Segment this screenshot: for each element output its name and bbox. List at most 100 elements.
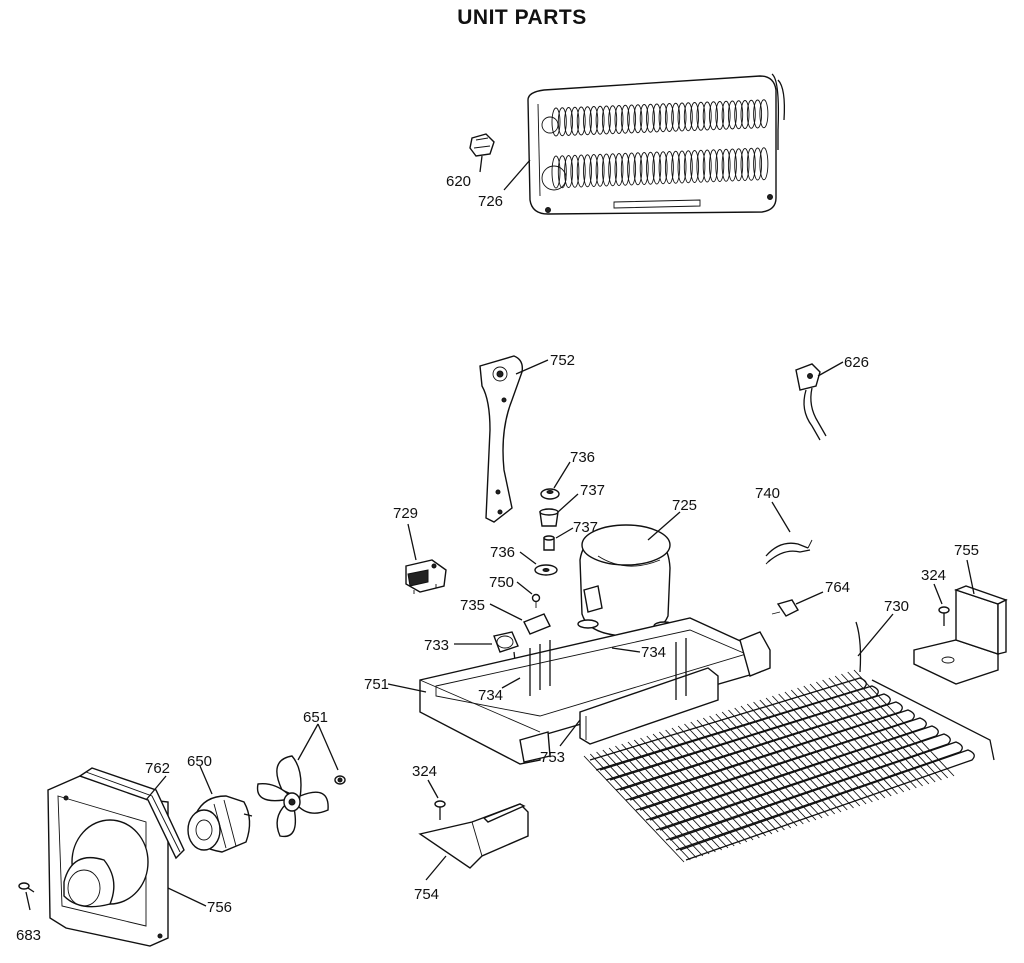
condenser-wire [652,733,754,841]
evaporator-coil-loop [614,153,624,186]
condenser-wire [615,745,716,853]
screw-324b [434,800,446,820]
evaporator-coil-loop [601,153,611,187]
evaporator-coil-loop [652,151,662,185]
evaporator-coil-loop [671,150,681,184]
evaporator-coil-loop [614,105,624,134]
evaporator-coil-loop [608,153,618,187]
condenser-tube-pass [649,725,939,831]
evaporator-coil-loop [690,150,700,183]
bracket-755 [913,585,1008,685]
evaporator-coil-loop [677,102,687,132]
evaporator-coil-loop [727,100,737,130]
condenser-wire [602,749,704,857]
condenser-wire [721,711,823,819]
evaporator-coil-loop [627,104,637,134]
evaporator-coil-loop [740,100,750,129]
part-626 [795,363,827,441]
callout-labels: 620 726 752 626 736 737 737 725 740 729 … [16,173,979,944]
screw-324a [938,606,950,626]
callout-626: 626 [844,354,869,371]
callout-754: 754 [414,886,439,903]
callout-726: 726 [478,193,503,210]
evaporator-coil-loop [652,103,662,133]
part-620 [469,133,495,157]
evaporator-coil-loop [564,107,574,136]
evaporator-coil-loop [759,147,769,181]
evaporator-coil-loop [620,152,630,186]
callout-736-lower: 736 [490,544,515,561]
evaporator-coil-loop [759,99,769,129]
harness-740 [765,539,813,565]
relay-729 [405,559,447,594]
evaporator-coil-loop [727,148,737,182]
evaporator-coil-loop [646,103,655,133]
fan-motor-650 [187,795,253,853]
evaporator-coil-loop [696,149,706,183]
evaporator-coil-loop [595,105,605,135]
callout-734-left: 734 [478,687,503,704]
callout-756: 756 [207,899,232,916]
evaporator-coil-loop [576,106,586,136]
condenser-tube-pass [659,733,951,841]
fan-blade-651 [256,755,329,838]
evaporator-coil-loop [753,147,763,181]
condenser-outlet-tube [871,679,995,761]
condenser-wire [809,683,911,791]
condenser-wire [677,725,779,833]
evaporator-coil-loop [696,101,706,131]
evaporator-coil-loop [721,148,731,182]
callout-737-top: 737 [580,482,605,499]
evaporator-coil-loop [746,99,756,129]
evaporator-coil-loop [589,154,599,187]
grommets [531,488,560,608]
evaporator-coil-loop [702,101,712,131]
evaporator-coil-loop [683,102,693,132]
condenser-wire [633,739,735,847]
condenser-wire [834,675,936,783]
callout-730: 730 [884,598,909,615]
condenser-tube-pass [679,749,975,861]
evaporator-coil-loop [620,104,630,134]
evaporator-coil-loop [709,149,718,183]
evaporator-coil-loop [721,100,731,130]
bracket-752 [479,355,524,523]
evaporator-coil-loop [633,152,643,186]
condenser-tube-pass [669,741,963,851]
evaporator-coil-loop [608,105,618,135]
diagram-title: UNIT PARTS [457,6,587,29]
condenser-wire [621,743,723,851]
gasket-762 [78,767,185,860]
condenser-wire [797,687,898,795]
condenser-wire [627,741,729,849]
condenser-wire [734,707,836,815]
callout-324-right: 324 [921,567,946,584]
leader-lines [25,155,975,911]
evaporator-coil-loop [734,148,744,182]
callout-751: 751 [364,676,389,693]
condenser-730 [583,621,995,863]
evaporator-coil-loop [683,150,693,184]
condenser-wire [690,721,792,829]
condenser-wire [772,695,873,803]
condenser-wire [778,693,879,801]
screw-683 [18,882,35,893]
condenser-wire [640,737,741,845]
evaporator-coil-loop [551,155,561,189]
evaporator-coil-loop [557,107,567,137]
evaporator-coil-loop [753,99,763,129]
callout-725: 725 [672,497,697,514]
condenser-wire [671,727,773,835]
evaporator-coil-loop [583,106,592,136]
evaporator-coil-loop [658,103,668,133]
condenser-wire [684,723,785,831]
condenser-wire [596,751,697,859]
callout-734-right: 734 [641,644,666,661]
condenser-inlet-tube [855,621,862,673]
condenser-wire [790,689,892,797]
clip-764 [771,599,799,617]
evaporator-coil-loop [557,155,567,189]
condenser-wire [803,685,905,793]
callout-733: 733 [424,637,449,654]
